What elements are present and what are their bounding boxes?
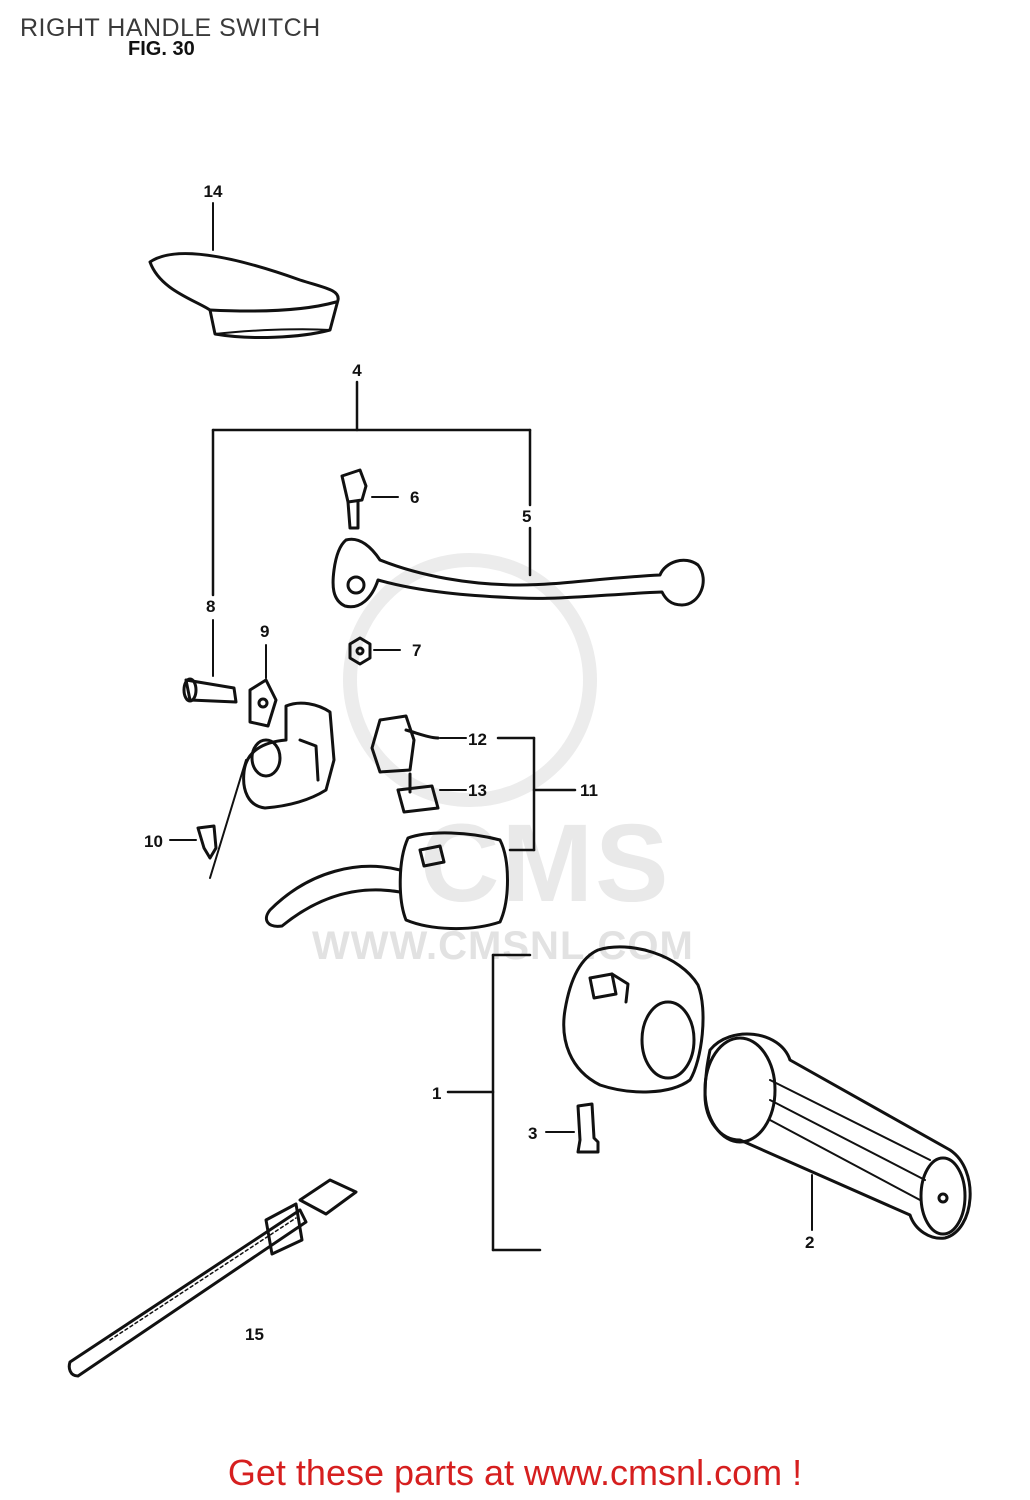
part-10-screw [196,824,218,860]
part-9-washer [248,678,278,728]
assembly-line-10 [209,759,247,879]
footer-link[interactable]: Get these parts at www.cmsnl.com ! [227,1452,803,1493]
callout-7: 7 [412,641,421,660]
part-14-cover [148,252,340,339]
throttle-housing [562,945,705,1094]
callout-1: 1 [432,1084,441,1103]
part-5-lever [331,537,705,609]
watermark-logo: CMS [420,802,671,925]
callout-11: 11 [580,781,598,800]
part-8-pin [182,677,238,704]
callout-6: 6 [410,488,419,507]
callout-10: 10 [144,832,163,851]
callout-8: 8 [206,597,215,616]
part-15-cable-tie [67,1178,358,1378]
bracket-11 [496,736,577,852]
bracket-1 [446,953,542,1252]
part-7-nut [348,636,372,666]
callout-9: 9 [260,622,269,641]
lever-holder [242,701,336,810]
callout-labels: 14 4 6 5 8 9 7 12 13 11 10 1 3 2 15 [144,182,814,1344]
callout-13: 13 [468,781,487,800]
part-12-switch-piece [370,714,440,774]
callout-15: 15 [245,1325,264,1344]
callout-3: 3 [528,1124,537,1143]
part-11-switch-assembly [265,831,509,930]
diagram-title: RIGHT HANDLE SWITCH [20,14,321,42]
watermark-mascot-icon [343,553,597,807]
part-6-bolt [340,468,368,530]
callout-5: 5 [522,507,531,526]
callout-14: 14 [204,182,223,201]
bracket-4 [211,380,532,597]
callout-12: 12 [468,730,487,749]
figure-label: FIG. 30 [128,38,195,60]
callout-2: 2 [805,1233,814,1252]
part-3-screw [576,1102,600,1154]
part-13-contact [396,772,440,814]
callout-4: 4 [352,361,362,380]
part-2-grip [703,1032,972,1240]
